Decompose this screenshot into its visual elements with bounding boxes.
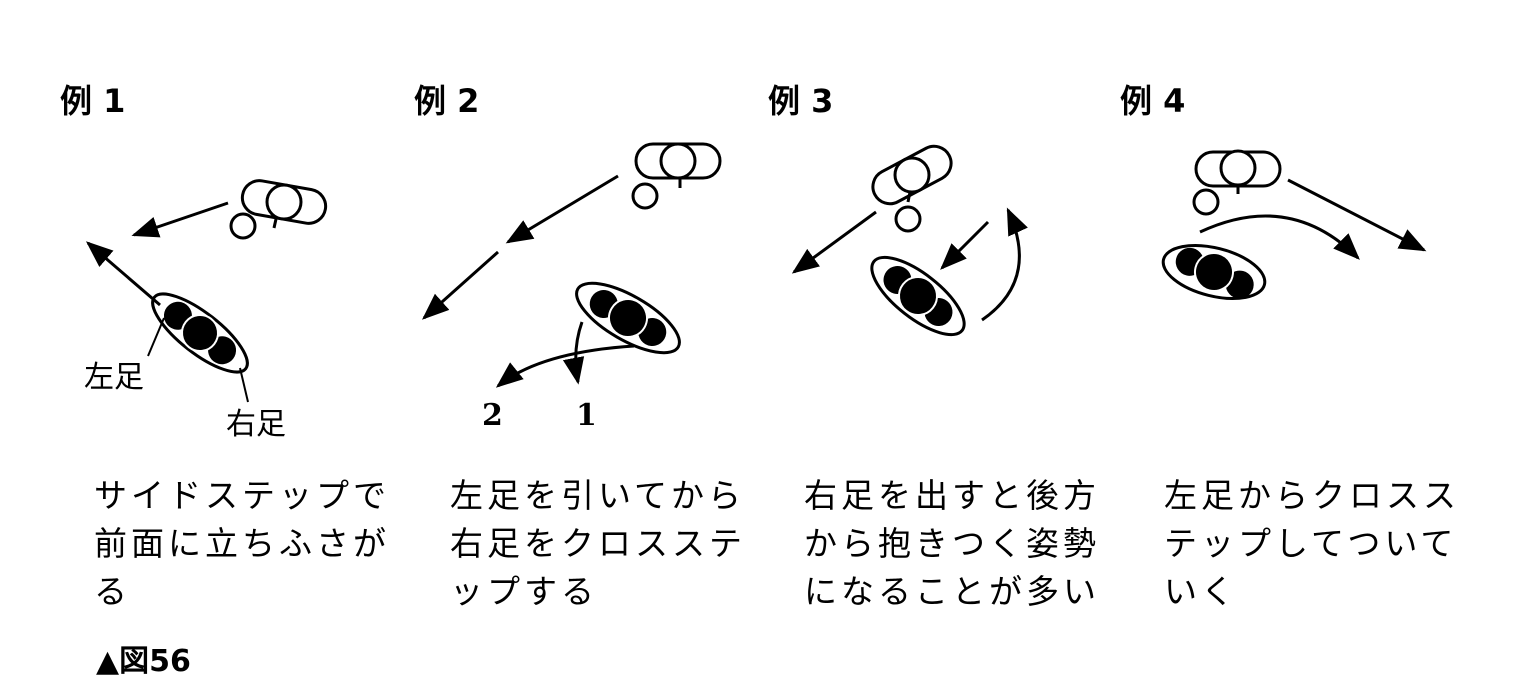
curved-arrow [981, 207, 1028, 322]
example-1-diagram: 左足 右足 [84, 179, 328, 442]
caption-line: 右足を出すと後方 [804, 476, 1100, 515]
caption-line: になることが多い [804, 572, 1100, 611]
example-4-caption: 左足からクロスス テップしてついて いく [1164, 472, 1460, 616]
example-1-caption: サイドステップで 前面に立ちふさが る [94, 472, 390, 616]
caption-line: テップしてついて [1164, 524, 1458, 563]
caption-line: 左足を引いてから [450, 476, 746, 515]
example-2-caption: 左足を引いてから 右足をクロスステ ップする [450, 472, 746, 616]
example-3-caption: 右足を出すと後方 から抱きつく姿勢 になることが多い [804, 472, 1100, 616]
right-foot-pointer [239, 367, 249, 403]
example-3-label: 例 3 [768, 82, 834, 120]
example-4-label: 例 4 [1120, 82, 1186, 120]
left-foot-label: 左足 [84, 360, 144, 395]
caption-line: いく [1164, 572, 1238, 611]
step-1-label: 1 [576, 398, 597, 433]
opponent-move-arrow [1287, 178, 1427, 252]
caption-line: 前面に立ちふさが [94, 524, 390, 563]
left-foot-pointer [147, 317, 165, 357]
opponent-move-arrow-a [505, 174, 619, 244]
opponent-figure [229, 179, 328, 240]
example-3-diagram [791, 144, 1028, 337]
example-2-diagram: 2 1 [421, 142, 722, 433]
caption-line: サイドステップで [94, 476, 390, 515]
example-4-diagram [1161, 149, 1427, 300]
figure-number: ▲図56 [96, 644, 191, 679]
example-2-label: 例 2 [414, 82, 480, 120]
caption-line: 右足をクロスステ [450, 524, 746, 563]
step-1-arrow [562, 321, 585, 385]
caption-line: 左足からクロスス [1164, 476, 1460, 515]
caption-line: ップする [450, 572, 598, 611]
opponent-figure [1192, 149, 1282, 216]
caption-line: る [94, 572, 131, 611]
right-foot-label: 右足 [226, 407, 286, 442]
step-2-label: 2 [482, 398, 503, 433]
opponent-move-arrow [791, 210, 877, 274]
step-2-arrow [495, 344, 635, 388]
example-1-label: 例 1 [60, 82, 126, 120]
player-figure [870, 255, 966, 337]
player-figure [1161, 244, 1267, 300]
caption-line: から抱きつく姿勢 [804, 524, 1100, 563]
player-figure [575, 281, 681, 355]
opponent-move-arrow-b [421, 250, 499, 320]
opponent-move-arrow [131, 201, 229, 238]
curved-arrow [1199, 214, 1360, 260]
player-step-arrow [940, 220, 990, 270]
player-move-arrow [85, 241, 161, 307]
player-figure [151, 292, 249, 374]
opponent-figure [631, 142, 722, 210]
opponent-figure [871, 144, 953, 233]
